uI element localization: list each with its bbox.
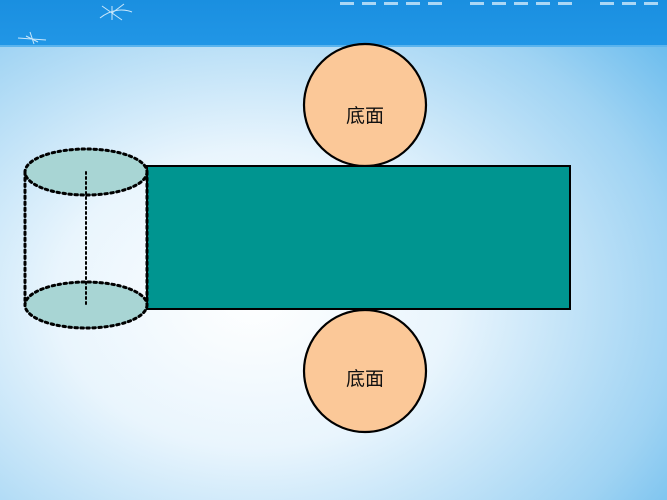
dandelion-icon xyxy=(17,3,133,45)
header-dots xyxy=(340,2,658,5)
header-bar xyxy=(0,0,667,45)
cylinder-shape xyxy=(23,147,149,330)
bottom-base-label: 底面 xyxy=(345,368,384,390)
lateral-surface-rectangle xyxy=(146,165,571,310)
top-base-label: 底面 xyxy=(345,105,384,127)
